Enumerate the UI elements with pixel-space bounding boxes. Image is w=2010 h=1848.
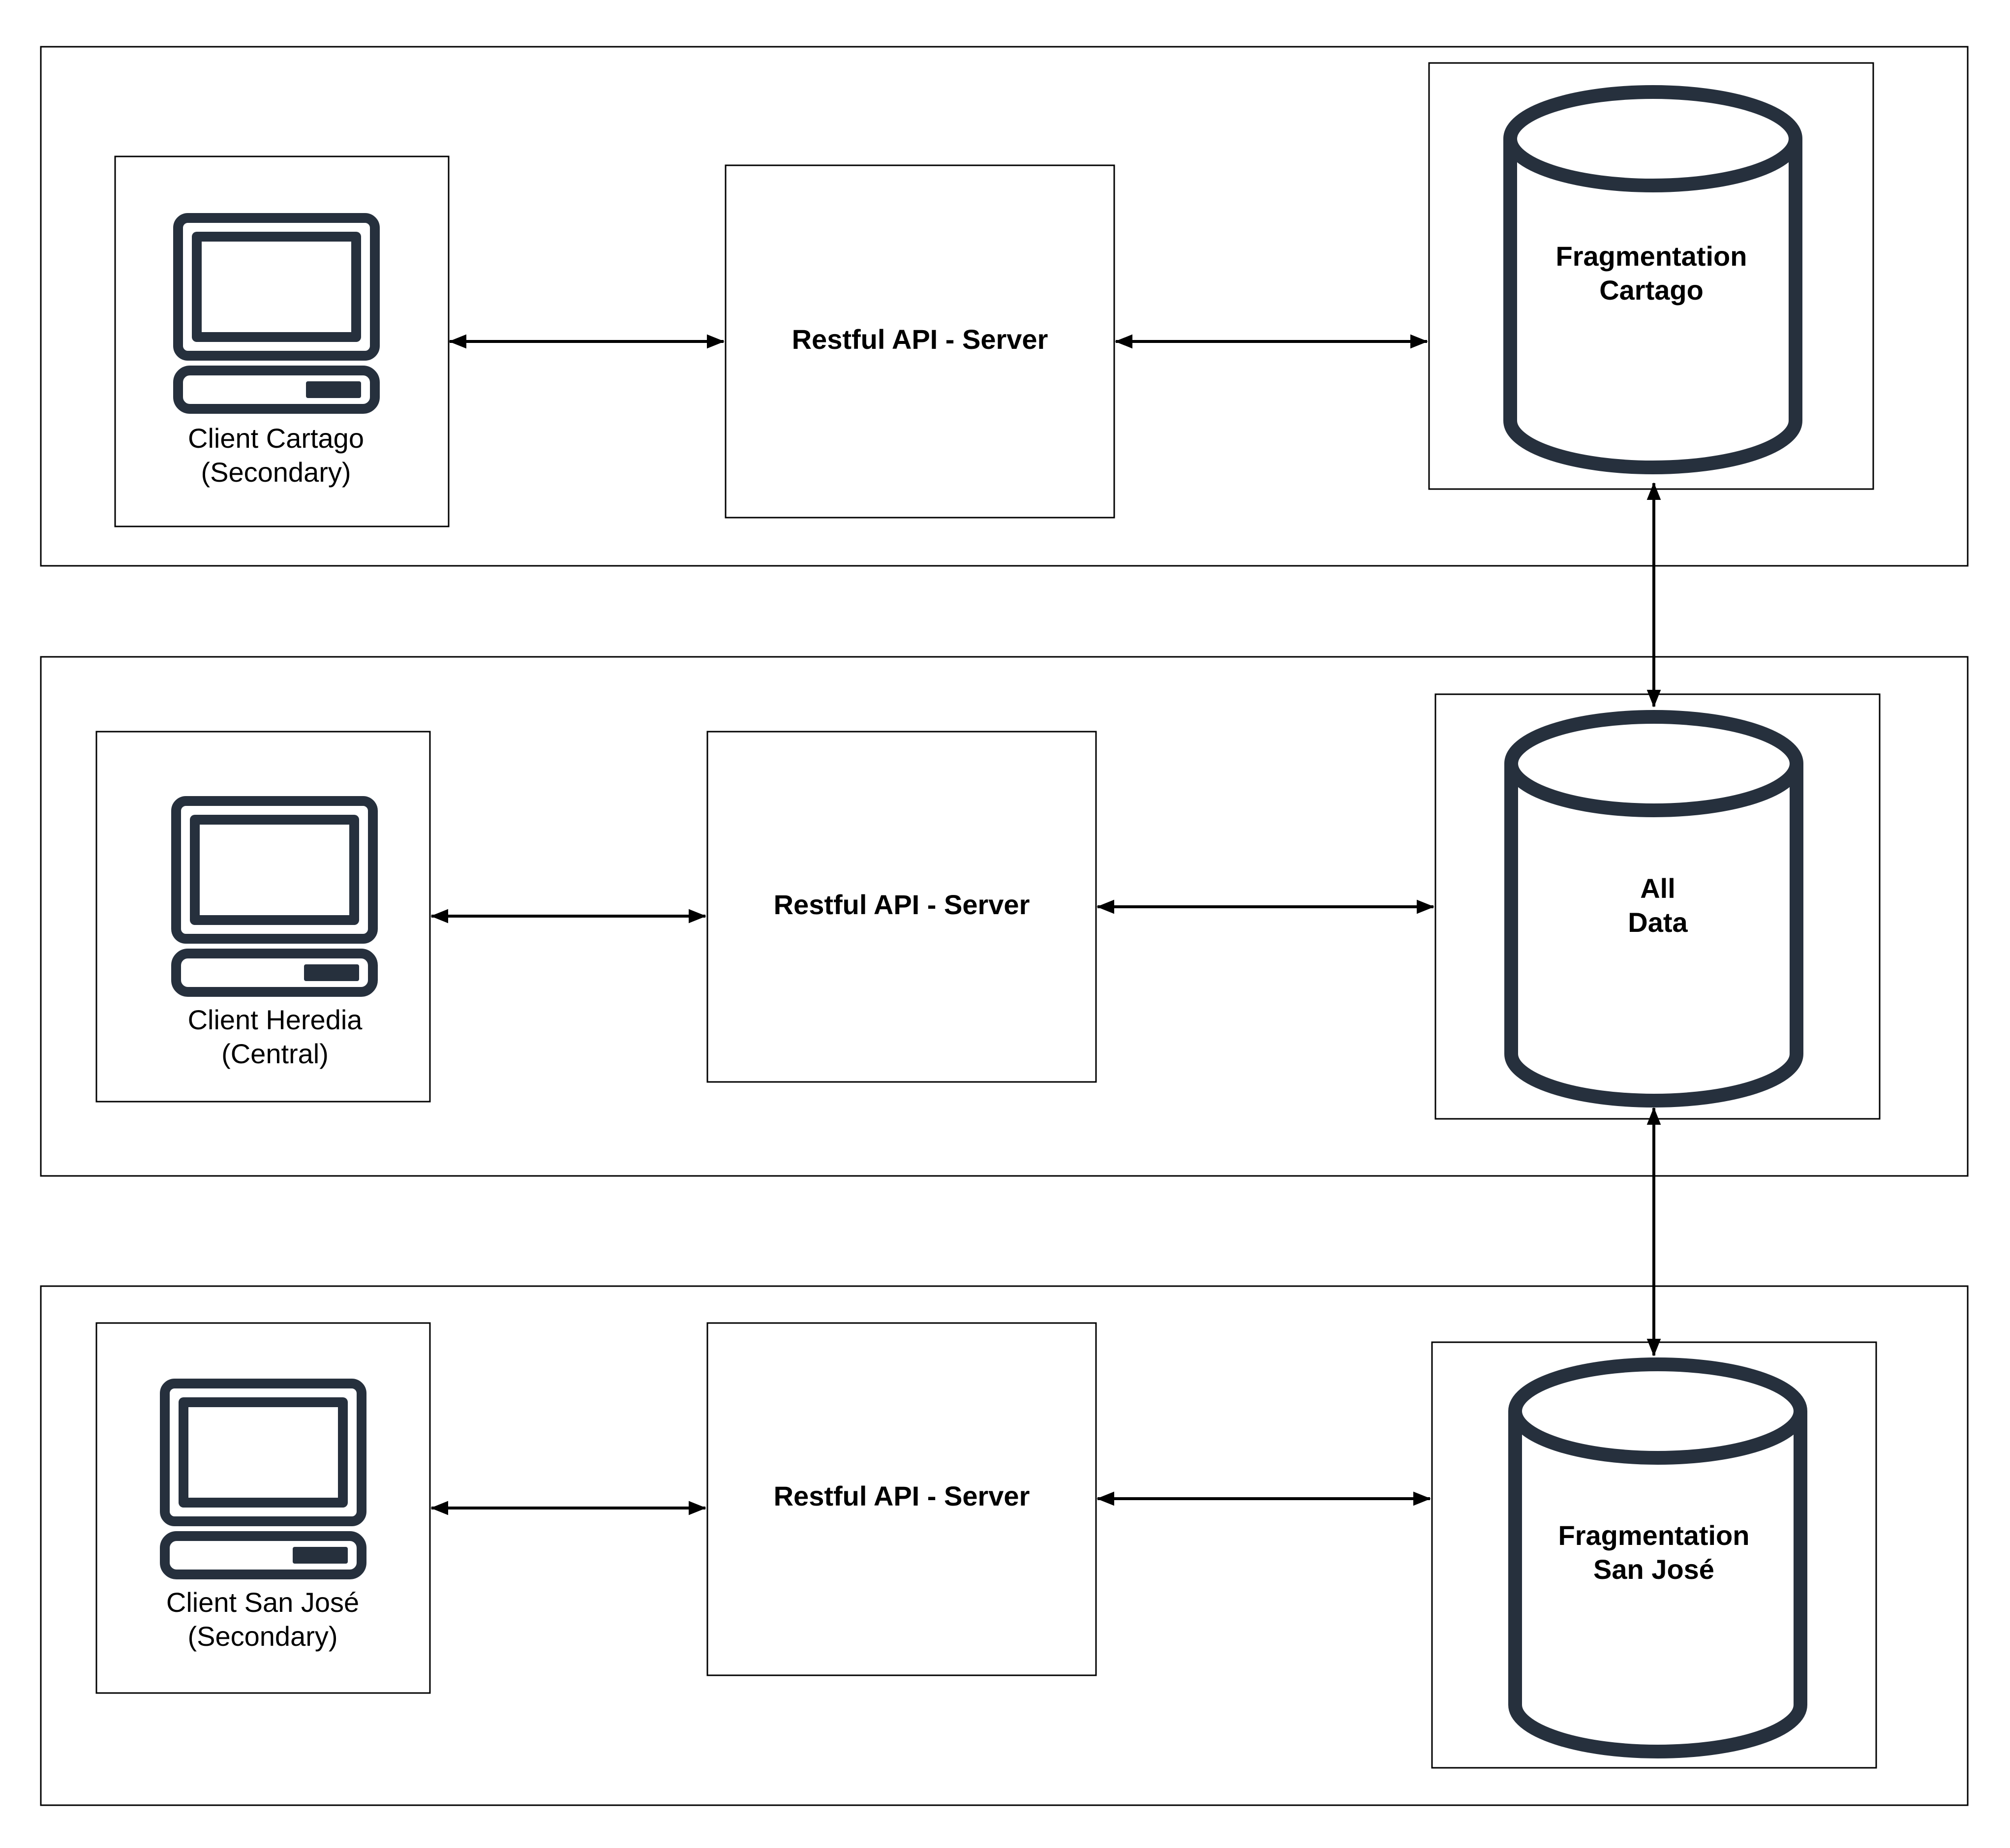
database-cylinder-icon (1504, 710, 1803, 1108)
database-san-jose-node[interactable]: Fragmentation San José (1431, 1341, 1877, 1769)
api-server-san-jose-node[interactable]: Restful API - Server (706, 1322, 1097, 1676)
client-label-line2: (Secondary) (187, 1621, 337, 1652)
tier-cartago: Client Cartago (Secondary) Restful API -… (40, 46, 1969, 567)
tier-heredia: Client Heredia (Central) Restful API - S… (40, 656, 1969, 1177)
client-heredia-node[interactable]: Client Heredia (Central) (95, 731, 431, 1103)
client-san-jose-node[interactable]: Client San José (Secondary) (95, 1322, 431, 1694)
client-label-line1: Client Heredia (188, 1004, 363, 1035)
database-label-line2: Cartago (1599, 275, 1704, 306)
api-server-heredia-node[interactable]: Restful API - Server (706, 731, 1097, 1083)
tier-san-jose: Client San José (Secondary) Restful API … (40, 1285, 1969, 1806)
database-label-line1: Fragmentation (1556, 241, 1747, 272)
server-label: Restful API - Server (792, 324, 1048, 355)
database-all-data-node[interactable]: All Data (1434, 693, 1881, 1120)
client-label-line1: Client San José (166, 1587, 359, 1618)
client-cartago-node[interactable]: Client Cartago (Secondary) (114, 155, 450, 527)
server-label: Restful API - Server (774, 1480, 1030, 1511)
database-label-line2: Data (1628, 907, 1688, 938)
server-label: Restful API - Server (774, 889, 1030, 920)
client-label-line2: (Central) (221, 1038, 329, 1069)
api-server-cartago-node[interactable]: Restful API - Server (725, 164, 1115, 519)
client-label-line1: Client Cartago (188, 423, 364, 454)
database-cylinder-icon (1508, 1357, 1807, 1758)
database-label-line1: Fragmentation (1558, 1520, 1750, 1551)
database-label-line1: All (1640, 873, 1675, 904)
database-cylinder-icon (1503, 85, 1802, 474)
client-label-line2: (Secondary) (201, 457, 351, 488)
database-cartago-node[interactable]: Fragmentation Cartago (1428, 62, 1874, 490)
database-label-line2: San José (1593, 1554, 1714, 1585)
